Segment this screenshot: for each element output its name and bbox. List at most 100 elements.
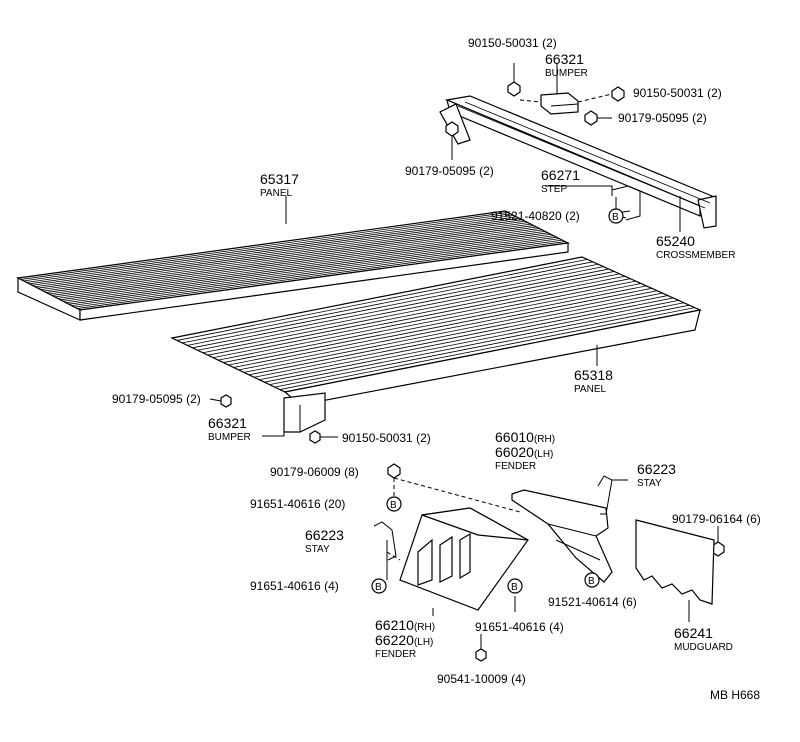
- label-fender-lower-name: FENDER: [375, 649, 416, 660]
- label-bumper-top-name: BUMPER: [545, 68, 588, 79]
- svg-text:66220(LH): 66220(LH): [375, 632, 433, 648]
- stay-left: [373, 521, 397, 561]
- panel-rib: [259, 297, 674, 381]
- panel-rib: [177, 259, 588, 341]
- label-fender-upper-name: FENDER: [495, 461, 536, 472]
- panel-rib: [60, 232, 549, 301]
- label-step-num: 66271: [541, 167, 580, 183]
- label-bumper-top-num: 66321: [545, 51, 584, 67]
- label-panel-right-name: PANEL: [574, 384, 606, 395]
- b-marker-step: B: [612, 212, 619, 223]
- panel-rib: [34, 219, 523, 288]
- panel-rib: [20, 212, 508, 280]
- label-mudguard-num: 66241: [674, 625, 713, 641]
- panel-rib: [74, 239, 563, 308]
- panel-rib: [43, 223, 531, 292]
- panel-rib: [48, 226, 537, 295]
- b-marker-fender-20: B: [390, 500, 397, 511]
- panel-rib: [207, 273, 620, 356]
- label-bumper-bottom-num: 66321: [208, 415, 247, 431]
- panel-65318: [170, 256, 702, 406]
- b-marker-right-6: B: [588, 576, 595, 587]
- label-bumper-bottom-name: BUMPER: [208, 432, 251, 443]
- label-step-name: STEP: [541, 184, 567, 195]
- panel-rib: [68, 236, 557, 305]
- label-clip-left-4: 91651-40616 (4): [250, 579, 339, 593]
- label-crossmember-name: CROSSMEMBER: [656, 250, 735, 261]
- label-fender-lh-num: 66020: [495, 444, 534, 460]
- label-washer-bottom: 90541-10009 (4): [437, 672, 526, 686]
- label-nut-top-left: 90179-05095 (2): [405, 164, 494, 178]
- label-mudguard-name: MUDGUARD: [674, 642, 733, 653]
- label-stay-right-name: STAY: [637, 478, 662, 489]
- label-nut-mudguard: 90179-06164 (6): [672, 512, 761, 526]
- b-marker-left-4: B: [375, 582, 382, 593]
- panel-rib: [197, 268, 609, 351]
- label-fender-rh2-suffix: (RH): [414, 622, 435, 633]
- panel-rib: [202, 271, 615, 354]
- bumper-bottom: [283, 392, 326, 433]
- panel-rib: [264, 299, 679, 383]
- panel-rib: [238, 287, 652, 371]
- panel-rib: [57, 230, 546, 299]
- label-fender-rh-suffix: (RH): [534, 434, 555, 445]
- panel-rib: [32, 217, 520, 286]
- panel-rib: [23, 213, 511, 282]
- label-fender-lh-suffix: (LH): [534, 449, 553, 460]
- fender-lower: [399, 507, 529, 611]
- label-bolt-bottom: 90150-50031 (2): [342, 431, 431, 445]
- panel-rib: [182, 261, 593, 344]
- svg-text:66010(RH): 66010(RH): [495, 429, 555, 445]
- mudguard-66241: [635, 519, 715, 605]
- label-clip-step: 91521-40820 (2): [491, 209, 580, 223]
- panel-rib: [51, 228, 540, 296]
- b-markers: [371, 208, 624, 594]
- panel-rib: [254, 295, 668, 378]
- panel-rib: [54, 229, 543, 298]
- label-fender-rh2-num: 66210: [375, 617, 414, 633]
- label-clip-lower-4: 91651-40616 (4): [475, 620, 564, 634]
- panel-rib: [63, 233, 551, 302]
- label-crossmember-num: 65240: [656, 233, 695, 249]
- label-bolt-top-right: 90150-50031 (2): [633, 86, 722, 100]
- panel-rib: [279, 307, 695, 390]
- bumper-top: [540, 92, 579, 115]
- label-fender-rh-num: 66010: [495, 429, 534, 445]
- panel-rib: [65, 235, 554, 304]
- label-panel-right-num: 65318: [574, 367, 613, 383]
- panel-rib: [243, 290, 658, 373]
- panel-rib: [218, 278, 631, 361]
- fender-upper: [511, 489, 613, 583]
- panel-rib: [187, 263, 599, 346]
- panel-rib: [192, 266, 604, 349]
- label-bolt-top: 90150-50031 (2): [468, 36, 557, 50]
- label-ref-code: MB H668: [710, 688, 760, 702]
- panel-rib: [46, 225, 534, 293]
- panel-rib: [29, 216, 517, 285]
- label-nut-top-right: 90179-05095 (2): [618, 111, 707, 125]
- panel-rib: [37, 220, 526, 289]
- panel-rib: [213, 275, 625, 359]
- label-clip-fender-20: 91651-40616 (20): [250, 497, 345, 511]
- panel-rib: [274, 304, 690, 388]
- label-nut-fender: 90179-06009 (8): [270, 465, 359, 479]
- label-panel-left-num: 65317: [260, 171, 299, 187]
- svg-text:66210(RH): 66210(RH): [375, 617, 435, 633]
- label-clip-right-6: 91521-40614 (6): [548, 595, 637, 609]
- panel-65317: [16, 210, 570, 321]
- label-fender-lh2-suffix: (LH): [414, 637, 433, 648]
- fasteners: [220, 63, 725, 662]
- label-stay-left-num: 66223: [305, 527, 344, 543]
- panel-rib: [71, 238, 560, 307]
- panel-rib: [233, 285, 647, 368]
- label-fender-lh2-num: 66220: [375, 632, 414, 648]
- panel-rib: [248, 292, 663, 376]
- stay-right: [597, 475, 613, 515]
- panel-rib: [77, 241, 566, 309]
- b-marker-lower-4: B: [511, 582, 518, 593]
- label-panel-left-name: PANEL: [260, 188, 292, 199]
- panel-rib: [26, 214, 514, 283]
- panel-rib: [228, 283, 642, 366]
- label-nut-left: 90179-05095 (2): [112, 392, 201, 406]
